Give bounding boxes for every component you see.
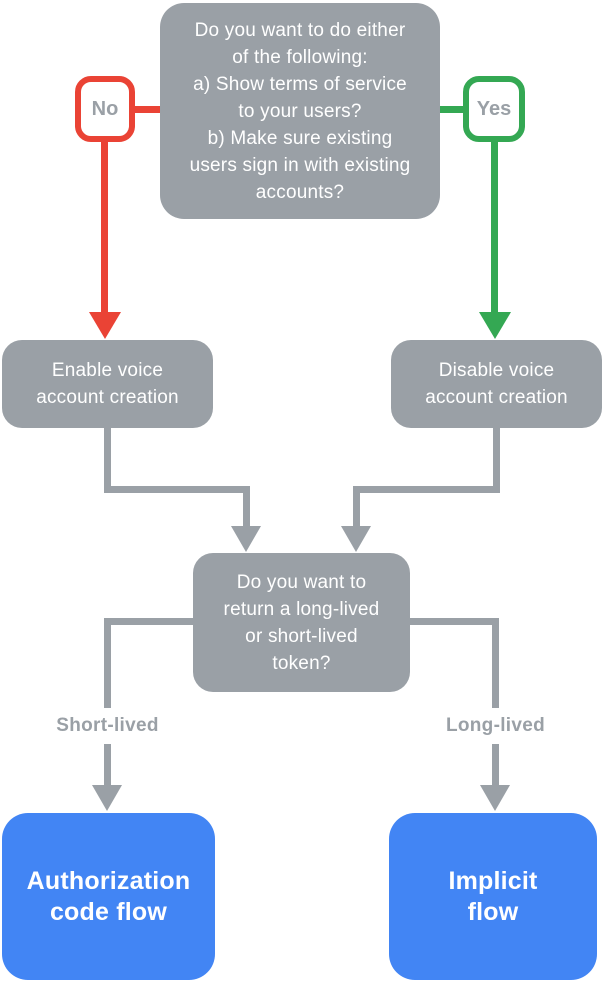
connector-line (408, 618, 499, 625)
connector-line (493, 428, 500, 493)
merge-right-arrowhead-icon (341, 526, 371, 552)
no-branch-arrowhead-icon (89, 312, 121, 339)
enable-voice-node: Enable voice account creation (2, 340, 213, 428)
yes-branch-arrowhead-icon (479, 312, 511, 339)
no-badge: No (75, 76, 135, 142)
connector-line (353, 486, 500, 493)
short-lived-label: Short-lived (22, 708, 193, 744)
connector-line (492, 618, 499, 788)
connector-line (104, 618, 196, 625)
root-question-node: Do you want to do either of the followin… (160, 3, 440, 219)
disable-voice-node: Disable voice account creation (391, 340, 602, 428)
long-lived-arrowhead-icon (480, 785, 510, 811)
auth-code-flow-node: Authorization code flow (2, 813, 215, 980)
long-lived-label: Long-lived (411, 708, 580, 744)
token-question-node: Do you want to return a long-lived or sh… (193, 553, 410, 692)
connector-line (243, 486, 250, 528)
yes-badge: Yes (463, 76, 525, 142)
connector-line (438, 106, 468, 113)
short-lived-arrowhead-icon (92, 785, 122, 811)
connector-line (104, 428, 111, 493)
connector-line (353, 486, 360, 528)
merge-left-arrowhead-icon (231, 526, 261, 552)
connector-line (491, 138, 498, 314)
connector-line (104, 618, 111, 788)
connector-line (132, 106, 162, 113)
implicit-flow-node: Implicit flow (389, 813, 597, 980)
connector-line (104, 486, 250, 493)
connector-line (101, 138, 108, 314)
